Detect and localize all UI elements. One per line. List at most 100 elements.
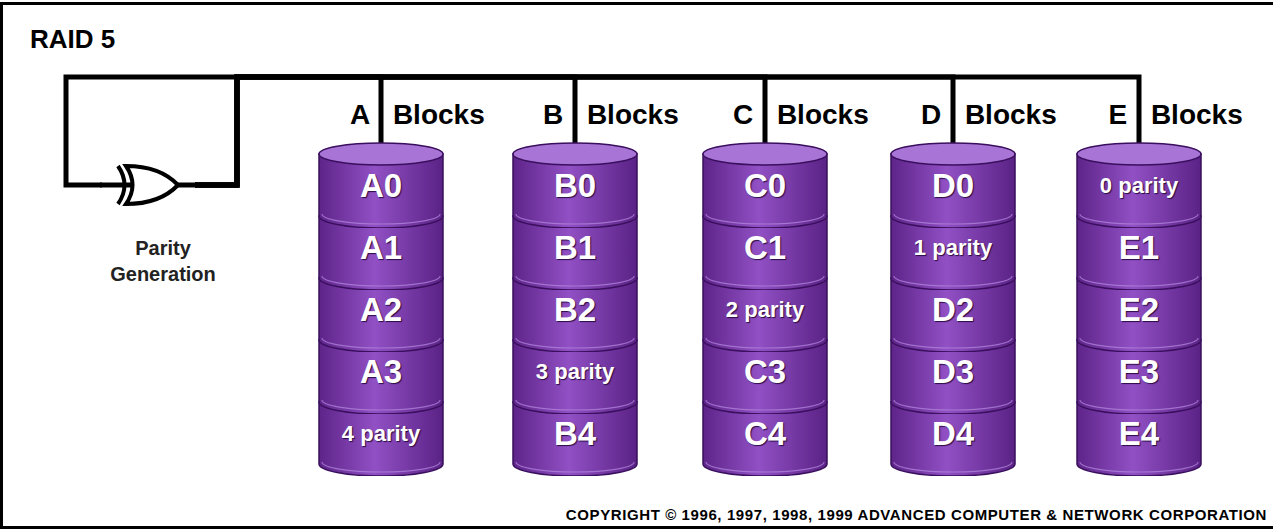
disk-column: C BlocksC0C12 parityC3C4 bbox=[702, 142, 828, 476]
disk-heading: A Blocks bbox=[350, 98, 485, 132]
disk-slice bbox=[891, 340, 1015, 414]
disk-rim-highlight bbox=[1080, 462, 1198, 472]
disk-block: A0 bbox=[318, 142, 444, 228]
block-label: C1 bbox=[744, 229, 786, 267]
block-label: B1 bbox=[554, 229, 596, 267]
disk-slice bbox=[513, 278, 637, 352]
block-label: D2 bbox=[932, 291, 974, 329]
disk-rim-highlight bbox=[894, 276, 1012, 286]
block-label: E4 bbox=[1119, 415, 1159, 453]
gate-body bbox=[126, 166, 178, 204]
disk-rim-highlight bbox=[322, 214, 440, 224]
block-label: D4 bbox=[932, 415, 974, 453]
disk-slice bbox=[703, 340, 827, 414]
block-label: 0 parity bbox=[1100, 173, 1178, 199]
disk-rim-highlight bbox=[516, 276, 634, 286]
disk-rim-highlight bbox=[1080, 400, 1198, 410]
bus-wire bbox=[195, 77, 765, 185]
disk-rim-highlight bbox=[516, 400, 634, 410]
disk-rim-highlight bbox=[706, 400, 824, 410]
picture-frame bbox=[2, 4, 1273, 528]
disk-slice bbox=[513, 402, 637, 476]
block-label: 4 parity bbox=[342, 421, 420, 447]
disk-heading: E Blocks bbox=[1108, 98, 1242, 132]
disk-block-text-box: A0 bbox=[318, 156, 444, 216]
disk-top bbox=[513, 143, 637, 165]
disk-rim-highlight bbox=[1080, 276, 1198, 286]
disk-heading: B Blocks bbox=[543, 98, 679, 132]
disk-slice bbox=[703, 216, 827, 290]
copyright-notice: COPYRIGHT © 1996, 1997, 1998, 1999 ADVAN… bbox=[566, 506, 1267, 523]
disk-rim-highlight bbox=[1080, 338, 1198, 348]
disk-slice bbox=[513, 216, 637, 290]
disk-rim-highlight bbox=[894, 338, 1012, 348]
disk-block-text-box: 0 parity bbox=[1076, 156, 1202, 216]
gate-input bbox=[100, 183, 132, 188]
disk-block-text-box: D0 bbox=[890, 156, 1016, 216]
disk-column: A BlocksA0A1A2A34 parity bbox=[318, 142, 444, 476]
disk-rim-highlight bbox=[322, 400, 440, 410]
disk-block-text-box: C0 bbox=[702, 156, 828, 216]
diagram-title: RAID 5 bbox=[30, 24, 115, 54]
disk-slice bbox=[1077, 402, 1201, 476]
block-label: 1 parity bbox=[914, 235, 992, 261]
disk-rim-highlight bbox=[322, 462, 440, 472]
disk-column: D BlocksD01 parityD2D3D4 bbox=[890, 142, 1016, 476]
label-holder: COPYRIGHT © 1996, 1997, 1998, 1999 ADVAN… bbox=[566, 506, 1267, 524]
disk-rim-highlight bbox=[1080, 214, 1198, 224]
block-label: C0 bbox=[744, 167, 786, 205]
disk-rim-highlight bbox=[516, 462, 634, 472]
disk-slice bbox=[1077, 216, 1201, 290]
block-label: 2 parity bbox=[726, 297, 804, 323]
disk-rim-highlight bbox=[894, 462, 1012, 472]
disk-rim-highlight bbox=[706, 214, 824, 224]
block-label: A0 bbox=[360, 167, 402, 205]
disk-top bbox=[1077, 143, 1201, 165]
disk-slice bbox=[319, 278, 443, 352]
disk-block: 0 parity bbox=[1076, 142, 1202, 228]
block-label: C4 bbox=[744, 415, 786, 453]
disk-slice bbox=[319, 402, 443, 476]
xor-curve bbox=[118, 166, 125, 204]
disk-column: B BlocksB0B1B23 parityB4 bbox=[512, 142, 638, 476]
disk-slice bbox=[891, 216, 1015, 290]
block-label: E3 bbox=[1119, 353, 1159, 391]
block-label: B0 bbox=[554, 167, 596, 205]
disk-block-text-box: B0 bbox=[512, 156, 638, 216]
gate-output bbox=[178, 183, 195, 188]
block-label: C3 bbox=[744, 353, 786, 391]
xor-gate: Parity Generation bbox=[100, 163, 195, 207]
block-label: A3 bbox=[360, 353, 402, 391]
title-holder: RAID 5 bbox=[30, 24, 115, 55]
disk-rim-highlight bbox=[322, 338, 440, 348]
disk-rim-highlight bbox=[894, 214, 1012, 224]
disk-block: D0 bbox=[890, 142, 1016, 228]
disk-rim-highlight bbox=[322, 276, 440, 286]
disk-slice bbox=[319, 340, 443, 414]
block-label: D0 bbox=[932, 167, 974, 205]
xor-gate-symbol bbox=[100, 163, 195, 207]
disk-rim-highlight bbox=[706, 276, 824, 286]
disk-slice bbox=[703, 278, 827, 352]
disk-column: E Blocks0 parityE1E2E3E4 bbox=[1076, 142, 1202, 476]
block-label: B2 bbox=[554, 291, 596, 329]
disk-rim-highlight bbox=[706, 338, 824, 348]
gate-label: Parity Generation bbox=[88, 235, 238, 287]
disk-block: C0 bbox=[702, 142, 828, 228]
disk-block: B0 bbox=[512, 142, 638, 228]
block-label: 3 parity bbox=[536, 359, 614, 385]
disk-slice bbox=[891, 402, 1015, 476]
block-label: D3 bbox=[932, 353, 974, 391]
block-label: A2 bbox=[360, 291, 402, 329]
disk-top bbox=[703, 143, 827, 165]
disk-top bbox=[891, 143, 1015, 165]
disk-slice bbox=[891, 278, 1015, 352]
disk-rim-highlight bbox=[516, 338, 634, 348]
disk-rim-highlight bbox=[706, 462, 824, 472]
disk-heading: C Blocks bbox=[733, 98, 869, 132]
disk-slice bbox=[1077, 340, 1201, 414]
disk-top bbox=[319, 143, 443, 165]
block-label: E2 bbox=[1119, 291, 1159, 329]
block-label: E1 bbox=[1119, 229, 1159, 267]
disk-slice bbox=[1077, 278, 1201, 352]
